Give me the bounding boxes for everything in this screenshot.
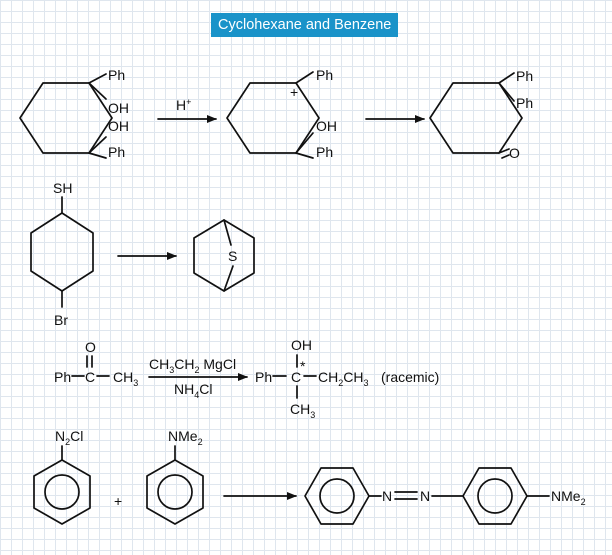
phenyl-label: Ph <box>316 67 333 83</box>
ketone-product: Ph Ph O <box>429 68 533 161</box>
aromatic-circle <box>477 478 513 514</box>
oxygen-label: O <box>509 145 520 161</box>
bond <box>88 152 107 159</box>
cyclohexane-ring <box>30 212 94 292</box>
benzene-ring <box>33 459 91 525</box>
hydroxyl-label: OH <box>316 118 337 134</box>
phenyl-label: Ph <box>516 68 533 84</box>
dimethylamino-label: NMe2 <box>168 428 203 447</box>
phenyl-label: Ph <box>316 144 333 160</box>
phenyl-label: Ph <box>54 369 71 385</box>
reaction-1: Ph OH OH Ph H+ + Ph OH Ph Ph Ph O <box>19 67 533 161</box>
diazonium-label: N2Cl <box>55 428 83 447</box>
bond <box>295 152 314 159</box>
bromo-label: Br <box>54 312 68 328</box>
reaction-4: N2Cl + NMe2 N N NMe2 <box>33 428 586 525</box>
phenyl-label: Ph <box>108 144 125 160</box>
cyclohexane-ring <box>193 219 255 292</box>
reagent-above-label: CH3CH2 MgCl <box>149 356 236 375</box>
hydroxyl-label: OH <box>108 118 129 134</box>
carbocation-charge: + <box>290 84 298 100</box>
bicyclic-sulfide-product: S <box>193 219 255 292</box>
reagent-below-label: NH4Cl <box>174 381 212 400</box>
tertiary-alcohol-product: OH Ph C * CH2CH3 CH3 (racemic) <box>255 337 439 420</box>
methyl-label: CH3 <box>290 401 315 420</box>
bond <box>88 136 107 154</box>
ethyl-label: CH2CH3 <box>318 369 369 388</box>
dimethylaniline-reactant: NMe2 <box>146 428 204 525</box>
carbon-label: C <box>291 369 301 385</box>
grignard-reagents: CH3CH2 MgCl NH4Cl <box>148 356 248 400</box>
page-title: Cyclohexane and Benzene <box>211 13 399 37</box>
benzene-ring <box>462 467 528 525</box>
bond <box>88 73 107 84</box>
bond <box>88 82 107 100</box>
reaction-3: O Ph C CH3 CH3CH2 MgCl NH4Cl OH Ph C * <box>54 337 439 420</box>
racemic-note: (racemic) <box>381 369 439 385</box>
aromatic-circle <box>44 474 80 510</box>
carbonyl-double-bond <box>501 154 510 159</box>
azo-nitrogen-label: N <box>420 488 430 504</box>
bond <box>498 82 515 102</box>
methyl-label: CH3 <box>113 369 138 388</box>
diazonium-reactant: N2Cl <box>33 428 91 525</box>
carbonyl-double-bond <box>498 148 510 154</box>
carbon-label: C <box>85 369 95 385</box>
dimethylamino-label: NMe2 <box>551 488 586 507</box>
carbocation-intermediate: + Ph OH Ph <box>226 67 337 160</box>
benzene-ring <box>146 459 204 525</box>
plus-sign: + <box>114 493 122 509</box>
phenyl-label: Ph <box>108 67 125 83</box>
diol-reactant: Ph OH OH Ph <box>19 67 129 160</box>
aromatic-circle <box>157 474 193 510</box>
reagent-label: H+ <box>176 97 191 113</box>
sulfur-bridge-bond <box>223 219 232 246</box>
sulfur-bridge-bond <box>223 265 234 292</box>
bond <box>295 71 314 84</box>
cyclohexane-ring <box>19 82 113 154</box>
aromatic-circle <box>319 478 355 514</box>
sulfur-label: S <box>228 248 237 264</box>
azo-dye-product: N N NMe2 <box>304 467 586 525</box>
hydroxyl-label: OH <box>291 337 312 353</box>
thiol-label: SH <box>53 180 72 196</box>
azo-nitrogen-label: N <box>382 488 392 504</box>
acetophenone-reactant: O Ph C CH3 <box>54 339 138 388</box>
benzene-ring <box>304 467 370 525</box>
reaction-2: SH Br S <box>30 180 255 328</box>
phenyl-label: Ph <box>255 369 272 385</box>
bond <box>498 72 515 84</box>
oxygen-label: O <box>85 339 96 355</box>
phenyl-label: Ph <box>516 95 533 111</box>
thiol-bromide-reactant: SH Br <box>30 180 94 328</box>
stereocenter-star: * <box>300 358 306 374</box>
hydroxyl-label: OH <box>108 100 129 116</box>
bond <box>295 132 314 154</box>
